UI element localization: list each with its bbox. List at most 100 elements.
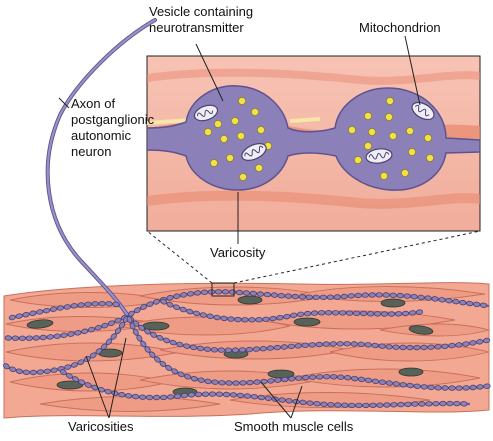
- varicosity-bead: [242, 290, 250, 296]
- label-varicosity: Varicosity: [210, 245, 266, 260]
- membrane-band-lower: [147, 190, 480, 209]
- varicosity-bead: [445, 297, 453, 304]
- label-varicosities: Varicosities: [68, 419, 134, 434]
- vesicle: [406, 127, 414, 135]
- varicosity-bead: [156, 334, 164, 341]
- varicosity-bead: [129, 322, 136, 330]
- junction-strip: [147, 118, 191, 125]
- varicosity-bead: [25, 335, 33, 341]
- varicosity-bead: [89, 352, 97, 359]
- varicosity-bead: [332, 310, 340, 316]
- leader-mitochondrion: [404, 35, 421, 106]
- varicosity-bead: [259, 345, 267, 352]
- varicosity-bead: [476, 384, 484, 390]
- varicosity-bead: [453, 400, 461, 407]
- nucleus: [380, 298, 406, 308]
- varicosity-bead: [252, 346, 260, 352]
- varicosity-bead: [299, 399, 307, 406]
- varicosity-bead: [431, 296, 439, 302]
- varicosity-bead: [81, 328, 89, 335]
- varicosity-bead: [273, 344, 281, 351]
- varicosity-bead: [225, 380, 233, 386]
- varicosity-bead: [127, 310, 135, 317]
- varicosity-bead: [256, 291, 264, 297]
- varicosity-bead: [70, 362, 79, 368]
- nucleus: [267, 369, 295, 379]
- varicosity-bead: [406, 382, 414, 389]
- vesicle: [210, 159, 218, 167]
- varicosity-bead: [118, 321, 126, 329]
- varicosity-bead: [269, 315, 277, 322]
- varicosity-bead: [351, 375, 359, 382]
- varicosity-bead: [249, 290, 257, 297]
- varicosity-bead: [29, 369, 37, 376]
- vesicle: [401, 169, 409, 177]
- label-vesicle: Vesicle containing neurotransmitter: [149, 4, 254, 35]
- varicosity-bead: [144, 328, 151, 335]
- varicosity-bead: [315, 341, 323, 348]
- junction-strip: [289, 117, 321, 123]
- varicosity-bead: [60, 332, 68, 338]
- varicosity-bead: [469, 384, 477, 391]
- varicosity-bead: [264, 395, 272, 402]
- varicosity-bead: [291, 293, 299, 300]
- varicosity-bead: [213, 314, 221, 321]
- varicosity-bead: [452, 298, 460, 305]
- nucleus: [398, 367, 424, 377]
- varicosity-bead: [395, 311, 403, 317]
- leader-muscle-1: [260, 381, 292, 419]
- varicosity-bead: [36, 369, 44, 375]
- varicosity-bead: [160, 298, 168, 305]
- varicosity-bead: [413, 344, 421, 351]
- varicosity-bead: [39, 334, 47, 341]
- vesicle: [368, 128, 376, 136]
- varicosity-bead: [410, 293, 418, 300]
- varicosity-bead: [107, 320, 116, 327]
- varicosity-bead: [114, 317, 122, 324]
- varicosity-bead: [434, 385, 442, 391]
- varicosity-bead: [36, 309, 44, 315]
- varicosity-bead: [65, 372, 73, 379]
- varicosity-bead: [368, 292, 376, 298]
- varicosity-bead: [84, 301, 92, 308]
- varicosity-bead: [238, 347, 246, 353]
- varicosity-bead: [167, 394, 175, 400]
- varicosity-bead: [180, 292, 188, 298]
- varicosity-bead: [343, 341, 351, 347]
- varicosity-bead: [166, 301, 174, 308]
- varicosity-bead: [326, 294, 334, 300]
- varicosity-bead: [125, 393, 133, 399]
- varicosity-bead: [140, 304, 148, 310]
- label-smooth-muscle: Smooth muscle cells: [234, 419, 354, 434]
- varicosity-bead: [364, 342, 372, 348]
- vesicles-right: [348, 97, 434, 180]
- varicosity-bead: [288, 376, 296, 382]
- varicosity-bead: [460, 401, 468, 407]
- varicosity-bead: [294, 343, 302, 349]
- varicosity-bead: [378, 343, 386, 349]
- varicosity-bead: [266, 345, 274, 351]
- varicosity-bead: [336, 341, 344, 347]
- varicosity-bead: [77, 359, 85, 366]
- varicosity-bead: [139, 394, 147, 400]
- leader-varicosities-1: [85, 355, 110, 419]
- varicosity-bead: [404, 401, 412, 408]
- varicosity-bead: [150, 331, 158, 338]
- varicosity-bead: [446, 400, 454, 407]
- varicosity-bead: [325, 310, 333, 316]
- varicosity-bead: [84, 382, 92, 388]
- varicosity-bead: [9, 366, 17, 373]
- nucleus: [26, 319, 54, 329]
- varicosity-bead: [362, 402, 370, 409]
- varicosity-bead: [327, 401, 335, 408]
- varicosity-bead: [253, 379, 261, 385]
- varicosity-bead: [330, 374, 338, 380]
- mitochondrion-left-top: [193, 104, 219, 122]
- varicosity-bead: [132, 393, 140, 400]
- varicosity-bead: [118, 391, 126, 398]
- varicosity-bead: [228, 289, 237, 295]
- vesicle: [348, 126, 356, 134]
- varicosity-bead: [241, 317, 249, 323]
- varicosity-bead: [105, 301, 113, 307]
